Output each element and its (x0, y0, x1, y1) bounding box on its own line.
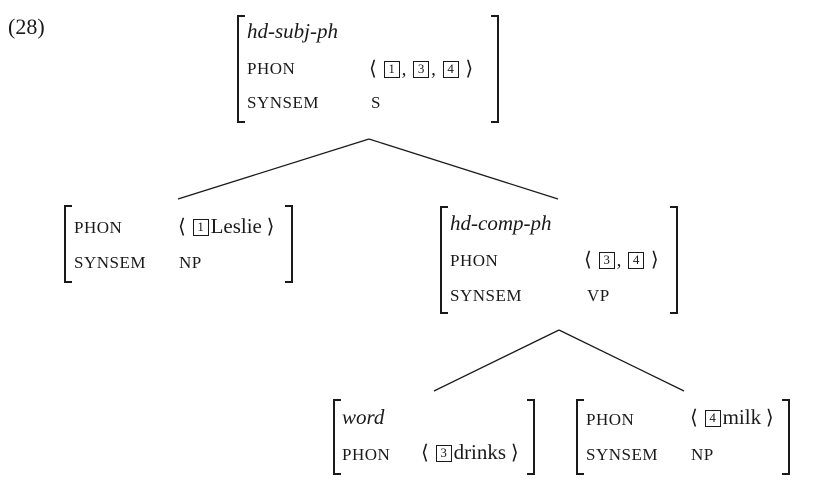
angle-open: ⟨ (690, 407, 698, 429)
angle-close: ⟩ (266, 216, 275, 238)
angle-close: ⟩ (765, 407, 774, 429)
angle-open: ⟨ (369, 58, 377, 80)
right-bracket (285, 205, 293, 283)
branch-root-to-subject (177, 138, 370, 200)
phon-word: milk (722, 405, 762, 429)
tag-box: 4 (442, 61, 459, 78)
angle-close: ⟩ (650, 249, 659, 271)
synsem-value: NP (179, 253, 202, 272)
left-bracket (576, 399, 584, 475)
angle-close: ⟩ (465, 58, 474, 80)
root-phon-value: ⟨ 1, 3, 4 ⟩ (369, 56, 473, 81)
synsem-label: SYNSEM (586, 445, 658, 464)
synsem-label: SYNSEM (450, 286, 522, 305)
separator: , (616, 250, 622, 271)
root-avm: hd-subj-ph PHON ⟨ 1, 3, 4 ⟩ SYNSEM S (237, 15, 499, 123)
tag-box: 3 (435, 445, 452, 462)
tag-box: 1 (192, 219, 209, 236)
angle-close: ⟩ (510, 442, 519, 464)
synsem-value: NP (691, 445, 714, 464)
right-bracket (670, 206, 678, 314)
tag-box: 3 (413, 61, 430, 78)
phon-label: PHON (450, 251, 499, 270)
phon-word: drinks (453, 440, 507, 464)
branch-root-to-head-comp (368, 138, 559, 200)
separator: , (401, 59, 407, 80)
synsem-value: VP (587, 286, 610, 305)
separator: , (431, 59, 436, 80)
angle-open: ⟨ (421, 442, 429, 464)
phon-label: PHON (342, 445, 391, 464)
right-bracket (527, 399, 535, 475)
left-bracket (333, 399, 341, 475)
synsem-label: SYNSEM (74, 253, 146, 272)
synsem-label: SYNSEM (247, 93, 319, 112)
root-type: hd-subj-ph (247, 19, 338, 43)
synsem-value: S (371, 93, 381, 112)
left-bracket (237, 15, 245, 123)
phon-word: Leslie (210, 214, 262, 238)
left-bracket (64, 205, 72, 283)
tag-box: 4 (704, 410, 721, 427)
branch-head-comp-to-object (558, 329, 685, 392)
angle-open: ⟨ (178, 216, 186, 238)
angle-open: ⟨ (584, 249, 592, 271)
verb-type: word (342, 405, 385, 429)
head-comp-type: hd-comp-ph (450, 211, 552, 235)
tag-box: 1 (383, 61, 400, 78)
tag-box: 4 (628, 252, 645, 269)
phon-label: PHON (247, 59, 296, 78)
example-number: (28) (8, 14, 45, 39)
branch-head-comp-to-verb (433, 329, 560, 392)
left-bracket (440, 206, 448, 314)
head-comp-avm: hd-comp-ph PHON ⟨ 3, 4 ⟩ SYNSEM VP (440, 206, 678, 314)
phon-label: PHON (74, 218, 123, 237)
head-comp-phon-value: ⟨ 3, 4 ⟩ (584, 247, 659, 272)
right-bracket (491, 15, 499, 123)
phon-label: PHON (586, 410, 635, 429)
tag-box: 3 (598, 252, 615, 269)
root-phon-row: PHON (247, 58, 295, 80)
right-bracket (782, 399, 790, 475)
